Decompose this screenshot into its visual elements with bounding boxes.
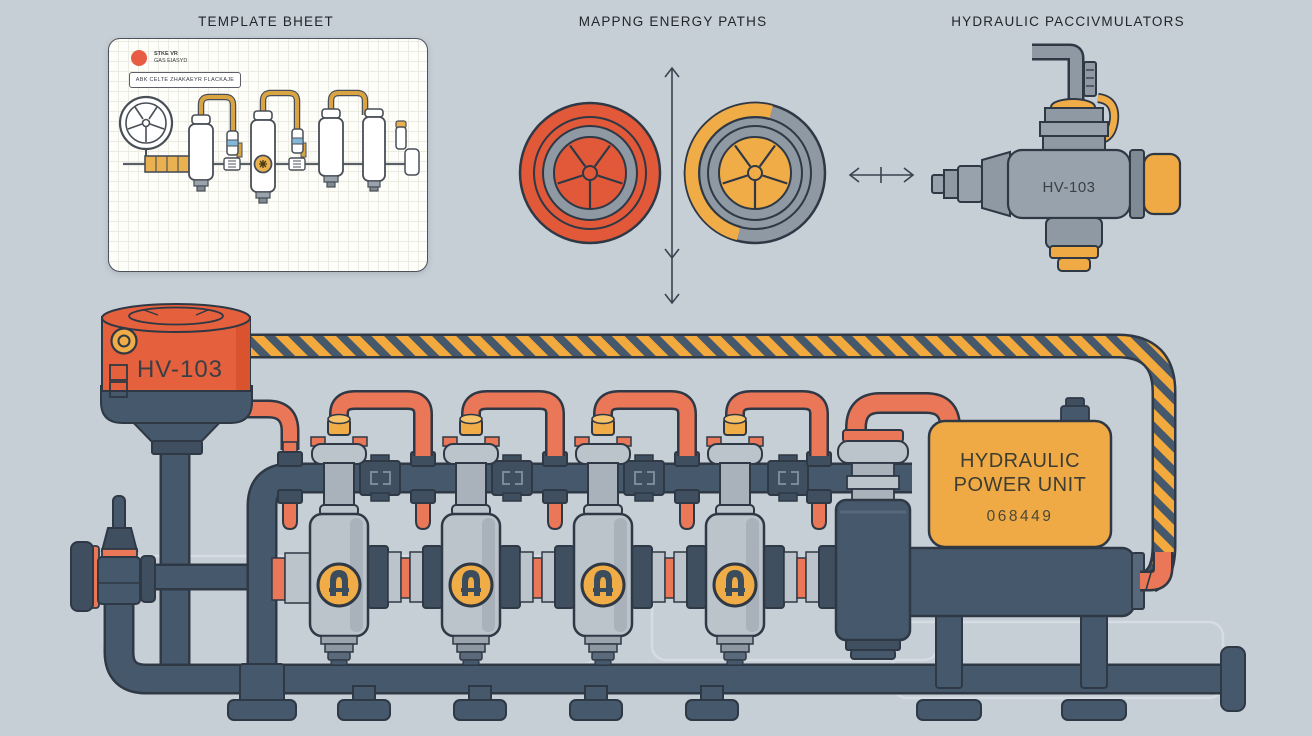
accumulator-bank xyxy=(310,400,819,665)
handwheel-red xyxy=(518,101,662,245)
handwheel-yellow xyxy=(683,101,827,245)
power-unit-name-line1: HYDRAULIC xyxy=(960,450,1080,472)
tank-hv103: HV-103 xyxy=(100,303,253,455)
card-schematic xyxy=(118,89,420,204)
section-title-mapping-energy-paths: MAPPNG ENERGY PATHS xyxy=(578,14,768,29)
pipe-network xyxy=(103,448,1234,695)
hydraulic-power-unit: HYDRAULIC POWER UNIT 068449 xyxy=(927,397,1113,549)
power-unit-name-line2: POWER UNIT xyxy=(954,474,1087,496)
accumulator-3 xyxy=(574,400,687,665)
accumulator-1 xyxy=(310,400,423,665)
tank-label: HV-103 xyxy=(137,356,223,383)
section-title-template-sheet: TEMPLATE BHEET xyxy=(198,14,334,29)
couplings xyxy=(271,545,839,609)
accumulator-2 xyxy=(442,400,555,665)
section-title-hydraulic-accumulators: HYDRAULIC PACCIVMULATORS xyxy=(951,14,1185,29)
card-note-line2: GAS EIASYD xyxy=(154,58,188,64)
template-sheet-card: STKE VR GAS EIASYD ABK CELTE ZHAKAEYR FL… xyxy=(108,38,428,272)
power-unit-serial: 068449 xyxy=(987,508,1054,525)
separator-vessel xyxy=(834,392,961,660)
vertical-double-arrow xyxy=(664,66,680,305)
hazard-elbow xyxy=(1140,552,1174,592)
horizontal-double-arrow xyxy=(848,167,915,183)
card-note: STKE VR GAS EIASYD xyxy=(154,51,187,65)
accumulator-valve-detail: HV-103 xyxy=(931,43,1182,272)
pipe-feet xyxy=(227,599,1246,721)
spec-box: ABK CELTE ZHAKAEYR FLACKAJE xyxy=(129,72,241,88)
tank-feed-pipe xyxy=(246,399,300,450)
power-unit-base xyxy=(898,546,1145,618)
status-dot xyxy=(131,50,147,66)
valve-detail-label: HV-103 xyxy=(1042,179,1095,196)
shutoff-valve xyxy=(70,495,156,612)
card-note-line1: STKE VR xyxy=(154,51,178,57)
accumulator-4 xyxy=(706,400,819,665)
